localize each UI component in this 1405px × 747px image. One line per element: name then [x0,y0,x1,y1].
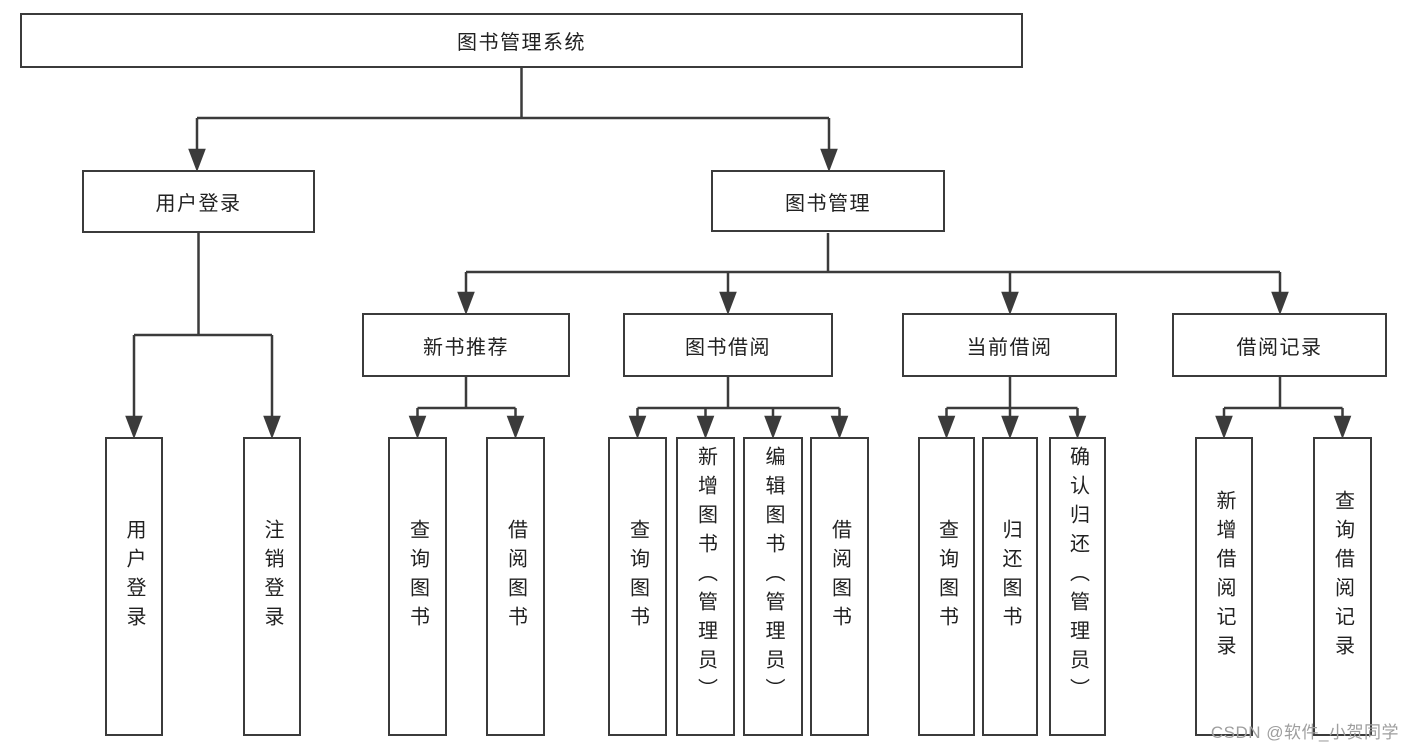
leaf-confirm-return-admin-label: 确认归还（管理员） [1066,446,1089,707]
node-borrow-records-label: 借阅记录 [1236,336,1323,359]
leaf-confirm-return-admin: 确认归还（管理员） [1049,437,1106,736]
connector-book-borrow-children [628,377,849,440]
arrowhead [830,415,849,440]
node-user-login: 用户登录 [82,170,315,233]
node-root-label: 图书管理系统 [457,32,586,54]
leaf-logout-label: 注销登录 [261,518,283,635]
node-borrow-records: 借阅记录 [1172,313,1387,377]
leaf-query-books-1: 查询图书 [388,437,447,736]
arrowhead [764,415,782,440]
connector-root-to-level2 [188,68,838,173]
leaf-query-books-1-label: 查询图书 [406,518,429,635]
node-book-borrow-label: 图书借阅 [685,336,771,359]
leaf-add-borrow-record-label: 新增借阅记录 [1213,489,1235,664]
node-new-book-rec-label: 新书推荐 [423,336,509,359]
leaf-borrow-books-1: 借阅图书 [486,437,545,736]
leaf-add-book-admin: 新增图书（管理员） [676,437,735,736]
leaf-logout: 注销登录 [243,437,301,736]
arrowhead [188,148,206,173]
connector-user-login-children [125,233,281,440]
arrowhead [1001,415,1019,440]
leaf-return-book-label: 归还图书 [999,518,1021,635]
arrowhead [719,291,737,316]
arrowhead [1001,291,1019,316]
arrowhead [628,415,647,440]
connector-borrow-records-children [1215,377,1352,440]
connector-new-book-rec-children [408,377,525,440]
arrowhead [1271,291,1289,316]
leaf-edit-book-admin-label: 编辑图书（管理员） [762,446,784,707]
connector-current-borrow-children [937,377,1087,440]
leaf-add-book-admin-label: 新增图书（管理员） [694,446,717,707]
leaf-query-books-3: 查询图书 [918,437,975,736]
leaf-query-books-2: 查询图书 [608,437,667,736]
leaf-query-books-3-label: 查询图书 [935,518,958,635]
arrowhead [696,415,715,440]
arrowhead [1068,415,1087,440]
arrowhead [506,415,525,440]
leaf-borrow-books-1-label: 借阅图书 [504,518,527,635]
leaf-add-borrow-record: 新增借阅记录 [1195,437,1253,736]
node-new-book-rec: 新书推荐 [362,313,570,377]
connector-book-mgmt-to-level3 [457,233,1289,316]
node-user-login-label: 用户登录 [155,193,242,215]
arrowhead [408,415,427,440]
arrowhead [1215,415,1233,440]
node-current-borrow: 当前借阅 [902,313,1117,377]
leaf-edit-book-admin: 编辑图书（管理员） [743,437,803,736]
arrowhead [820,148,838,173]
leaf-borrow-books-2-label: 借阅图书 [828,518,851,635]
arrowhead [457,291,475,316]
arrowhead [1333,415,1352,440]
node-book-mgmt-label: 图书管理 [785,192,871,215]
node-current-borrow-label: 当前借阅 [966,336,1053,359]
leaf-user-login-label: 用户登录 [123,518,145,635]
leaf-user-login: 用户登录 [105,437,163,736]
node-book-borrow: 图书借阅 [623,313,833,377]
arrowhead [937,415,956,440]
leaf-query-borrow-record-label: 查询借阅记录 [1331,489,1354,664]
leaf-query-borrow-record: 查询借阅记录 [1313,437,1372,736]
arrowhead [125,415,143,440]
arrowhead [263,415,281,440]
node-root: 图书管理系统 [20,13,1023,68]
leaf-query-books-2-label: 查询图书 [626,518,649,635]
leaf-borrow-books-2: 借阅图书 [810,437,869,736]
leaf-return-book: 归还图书 [982,437,1038,736]
watermark-text: CSDN @软件_小贺同学 [1210,723,1399,742]
node-book-mgmt: 图书管理 [711,170,945,232]
